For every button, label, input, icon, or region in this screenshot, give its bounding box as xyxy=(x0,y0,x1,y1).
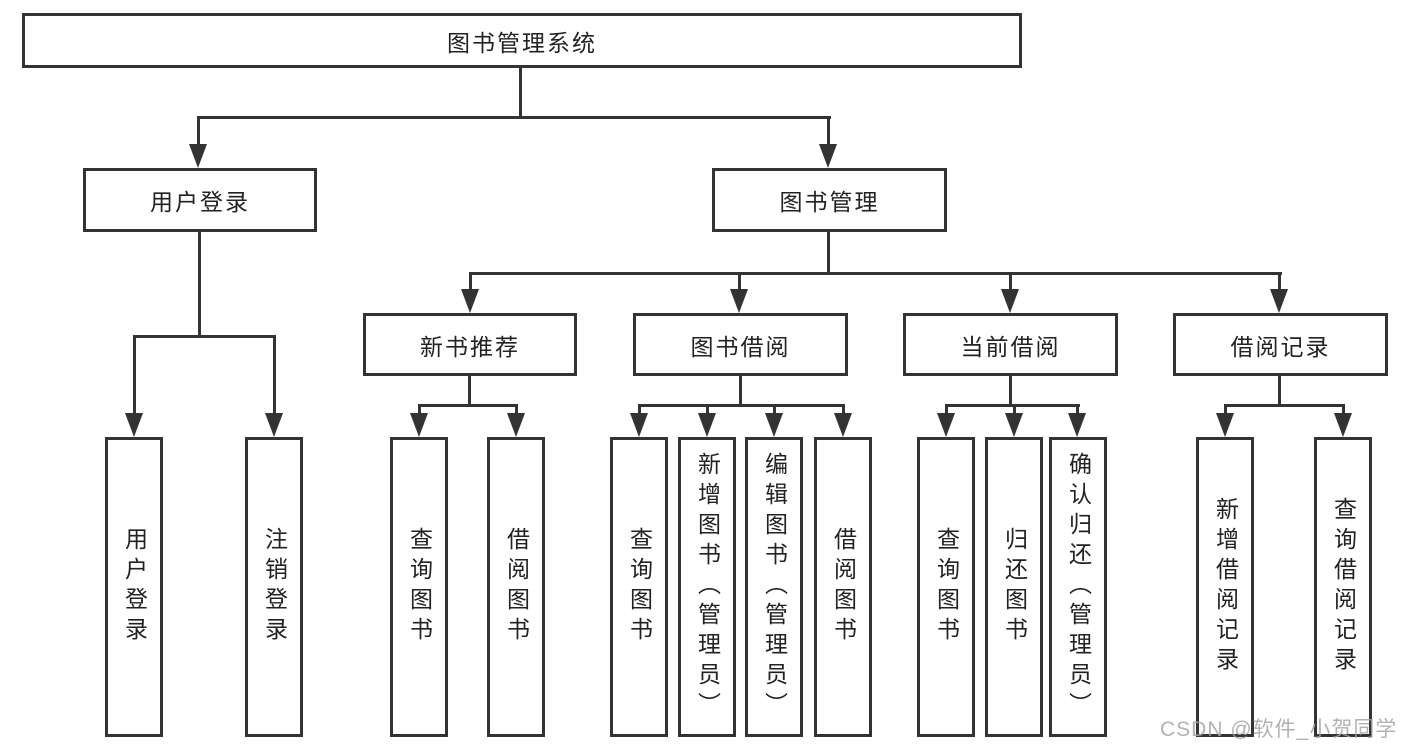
leaf-borrow-books-recommend: 借阅图书 xyxy=(487,437,545,737)
connector-user-login-bus xyxy=(133,335,276,338)
node-label: 当前借阅 xyxy=(960,333,1061,360)
connector-drop-leaf xyxy=(1013,405,1016,415)
connector-recommend-stem xyxy=(468,376,471,406)
leaf-confirm-return-admin: 确认归还（管理员） xyxy=(1049,437,1107,737)
leaf-label: 归还图书 xyxy=(1001,527,1028,647)
arrow-down-icon xyxy=(630,413,648,437)
leaf-label: 注销登录 xyxy=(261,527,288,647)
arrow-down-icon xyxy=(1068,413,1086,437)
arrow-down-icon xyxy=(1001,289,1019,313)
leaf-query-books-current: 查询图书 xyxy=(917,437,975,737)
arrow-down-icon xyxy=(125,413,143,437)
connector-drop-user-login xyxy=(197,117,200,146)
leaf-logout: 注销登录 xyxy=(245,437,303,737)
connector-borrow-bus xyxy=(638,404,845,407)
connector-drop-logout-leaf xyxy=(273,336,276,415)
connector-recommend-bus xyxy=(418,404,518,407)
leaf-label: 查询借阅记录 xyxy=(1330,497,1357,677)
connector-drop-leaf xyxy=(706,405,709,415)
arrow-down-icon xyxy=(507,413,525,437)
arrow-down-icon xyxy=(1216,413,1234,437)
leaf-edit-books-admin: 编辑图书（管理员） xyxy=(745,437,803,737)
arrow-down-icon xyxy=(410,413,428,437)
leaf-add-books-admin: 新增图书（管理员） xyxy=(678,437,736,737)
node-label: 用户登录 xyxy=(150,189,250,215)
leaf-return-books: 归还图书 xyxy=(985,437,1043,737)
arrow-down-icon xyxy=(461,289,479,313)
connector-level3-bus xyxy=(469,272,1282,275)
connector-root-bus xyxy=(197,116,831,119)
connector-drop-records xyxy=(1278,273,1281,293)
node-book-management: 图书管理 xyxy=(712,168,947,232)
arrow-down-icon xyxy=(937,413,955,437)
arrow-down-icon xyxy=(834,413,852,437)
leaf-label: 新增借阅记录 xyxy=(1212,497,1239,677)
connector-drop-leaf xyxy=(842,405,845,415)
arrow-down-icon xyxy=(819,144,837,168)
arrow-down-icon xyxy=(1270,289,1288,313)
leaf-query-books-borrow: 查询图书 xyxy=(610,437,668,737)
arrow-down-icon xyxy=(189,144,207,168)
leaf-user-login: 用户登录 xyxy=(105,437,163,737)
arrow-down-icon xyxy=(730,289,748,313)
leaf-label: 借阅图书 xyxy=(830,527,857,647)
node-new-book-recommend: 新书推荐 xyxy=(363,313,577,376)
connector-drop-borrow xyxy=(738,273,741,293)
leaf-label: 编辑图书（管理员） xyxy=(761,452,788,722)
leaf-label: 查询图书 xyxy=(933,527,960,647)
node-label: 新书推荐 xyxy=(420,333,520,360)
connector-current-bus xyxy=(945,404,1080,407)
node-current-borrow: 当前借阅 xyxy=(903,313,1118,376)
leaf-label: 确认归还（管理员） xyxy=(1065,452,1092,722)
node-book-borrow: 图书借阅 xyxy=(633,313,848,376)
leaf-query-borrow-record: 查询借阅记录 xyxy=(1314,437,1372,737)
connector-drop-leaf xyxy=(773,405,776,415)
connector-drop-login-leaf xyxy=(133,336,136,415)
leaf-add-borrow-record: 新增借阅记录 xyxy=(1196,437,1254,737)
connector-book-management-stem xyxy=(827,232,830,275)
node-label: 图书管理 xyxy=(779,189,880,215)
connector-drop-leaf xyxy=(418,405,421,415)
connector-drop-leaf xyxy=(1342,405,1345,415)
node-label: 图书借阅 xyxy=(690,333,791,360)
arrow-down-icon xyxy=(698,413,716,437)
connector-drop-leaf xyxy=(1224,405,1227,415)
node-library-management-system: 图书管理系统 xyxy=(22,13,1022,68)
connector-drop-current xyxy=(1009,273,1012,293)
connector-drop-leaf xyxy=(945,405,948,415)
arrow-down-icon xyxy=(265,413,283,437)
connector-current-stem xyxy=(1009,376,1012,406)
arrow-down-icon xyxy=(765,413,783,437)
node-label: 借阅记录 xyxy=(1230,333,1331,360)
leaf-borrow-books: 借阅图书 xyxy=(814,437,872,737)
leaf-label: 用户登录 xyxy=(121,527,148,647)
node-label: 图书管理系统 xyxy=(447,29,597,56)
arrow-down-icon xyxy=(1334,413,1352,437)
connector-drop-recommend xyxy=(469,273,472,293)
connector-drop-leaf xyxy=(1076,405,1079,415)
leaf-label: 查询图书 xyxy=(406,527,433,647)
node-borrow-records: 借阅记录 xyxy=(1173,313,1388,376)
connector-drop-leaf xyxy=(515,405,518,415)
leaf-label: 借阅图书 xyxy=(503,527,530,647)
connector-drop-book-management xyxy=(827,117,830,146)
csdn-watermark: CSDN @软件_小贺同学 xyxy=(1160,718,1398,741)
arrow-down-icon xyxy=(1005,413,1023,437)
connector-root-stem xyxy=(519,68,522,118)
connector-records-stem xyxy=(1278,376,1281,406)
leaf-query-books-recommend: 查询图书 xyxy=(390,437,448,737)
node-user-login: 用户登录 xyxy=(83,168,317,232)
leaf-label: 新增图书（管理员） xyxy=(694,452,721,722)
leaf-label: 查询图书 xyxy=(626,527,653,647)
connector-records-bus xyxy=(1224,404,1345,407)
connector-borrow-stem xyxy=(739,376,742,406)
connector-user-login-stem xyxy=(198,232,201,337)
connector-drop-leaf xyxy=(638,405,641,415)
